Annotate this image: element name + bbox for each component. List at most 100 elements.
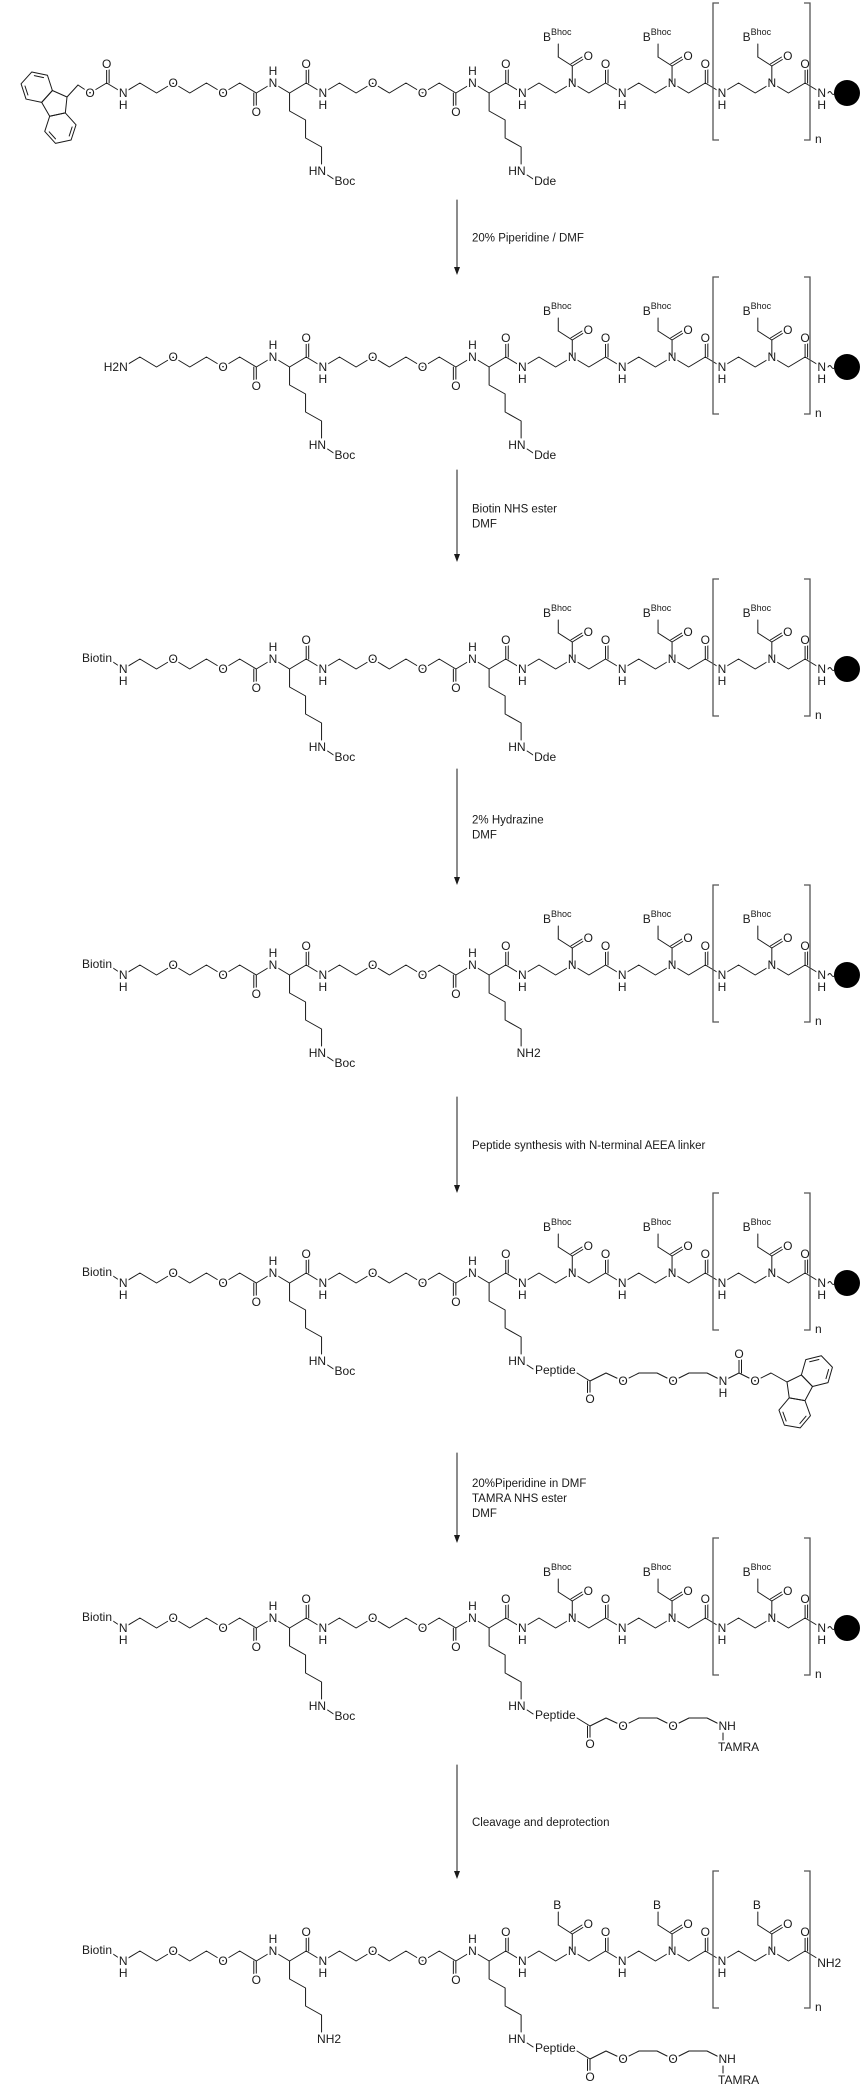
nucleobase-label: BBhoc — [643, 1562, 672, 1579]
ether-oxygen: O — [668, 1374, 677, 1388]
nitrogen: N — [269, 76, 278, 90]
double-bond — [670, 1590, 685, 1600]
aromatic-bond — [33, 75, 45, 79]
ether-oxygen: O — [418, 662, 427, 676]
base-protecting-group: Bhoc — [651, 301, 672, 311]
base-letter: B — [643, 1220, 651, 1234]
bond — [576, 2050, 591, 2060]
nucleobase-label: BBhoc — [643, 27, 672, 44]
amine-label: NH — [719, 2052, 736, 2066]
hydrogen: H — [468, 1599, 477, 1613]
base-letter: B — [543, 304, 551, 318]
reaction-step-4: Peptide synthesis with N-terminal AEEA l… — [454, 1096, 705, 1193]
base-protecting-group: Bhoc — [751, 301, 772, 311]
aromatic-bond — [782, 1411, 787, 1422]
carbonyl-oxygen: O — [451, 681, 460, 695]
ether-oxygen: O — [618, 2052, 627, 2066]
reagent-text: DMF — [472, 1508, 497, 1520]
hydrogen: H — [718, 674, 727, 688]
aromatic-bond — [24, 85, 29, 96]
nucleobase-label: BBhoc — [643, 1217, 672, 1234]
lysine-side-chain — [289, 1960, 323, 2033]
double-bond — [671, 939, 686, 949]
bond — [526, 448, 534, 454]
double-bond — [770, 937, 785, 947]
base-protecting-group: Bhoc — [551, 301, 572, 311]
base-letter: B — [543, 1565, 551, 1579]
lysine-side-chain — [289, 668, 323, 741]
carbonyl-oxygen: O — [800, 331, 809, 345]
amine-label: H2N — [104, 360, 128, 374]
protecting-group-label: Dde — [534, 750, 556, 764]
bond — [327, 1364, 335, 1370]
hydrogen: H — [518, 372, 527, 386]
repeat-bracket-left — [712, 1192, 719, 1331]
hydrogen: H — [518, 1966, 527, 1980]
nitrogen: N — [618, 1621, 627, 1635]
nitrogen: N — [468, 652, 477, 666]
reagent-text: Cleavage and deprotection — [472, 1817, 609, 1829]
nucleobase-label: B — [753, 1898, 761, 1912]
ether-oxygen: O — [168, 350, 177, 364]
nitrogen: N — [718, 1276, 727, 1290]
ether-oxygen: O — [218, 1621, 227, 1635]
repeat-bracket-left — [712, 2, 719, 141]
hydrogen: H — [718, 1633, 727, 1647]
double-bond — [671, 1247, 686, 1257]
base-letter: B — [543, 606, 551, 620]
base-protecting-group: Bhoc — [551, 1217, 572, 1227]
amine-label: HN — [309, 164, 326, 178]
reaction-step-6: Cleavage and deprotection — [454, 1764, 609, 1879]
carbonyl-oxygen: O — [584, 323, 593, 337]
double-bond — [671, 1592, 686, 1602]
hydrogen: H — [468, 1932, 477, 1946]
double-bond — [570, 937, 585, 947]
double-bond — [770, 1590, 785, 1600]
ether-oxygen: O — [218, 662, 227, 676]
biotin-label: Biotin — [82, 1943, 112, 1957]
repeat-bracket-right — [804, 1192, 811, 1331]
ether-oxygen: O — [168, 1611, 177, 1625]
aeea-linker — [589, 2050, 724, 2060]
wavy-bond — [827, 973, 836, 977]
nitrogen: N — [718, 968, 727, 982]
bond — [757, 330, 773, 341]
hydrogen: H — [468, 64, 477, 78]
carbonyl-oxygen: O — [252, 1295, 261, 1309]
double-bond — [771, 1247, 786, 1257]
base-protecting-group: Bhoc — [751, 909, 772, 919]
hydrogen: H — [518, 1288, 527, 1302]
amine-label: HN — [309, 1699, 326, 1713]
double-bond — [571, 1247, 586, 1257]
carbonyl-oxygen: O — [252, 1640, 261, 1654]
resin-bead-icon — [834, 656, 860, 682]
tamra-label: TAMRA — [718, 1740, 759, 1754]
bond — [757, 1246, 773, 1257]
ether-oxygen: O — [218, 968, 227, 982]
base-letter: B — [743, 1565, 751, 1579]
wavy-bond — [827, 667, 836, 671]
nitrogen: N — [518, 1276, 527, 1290]
base-letter: B — [743, 1220, 751, 1234]
repeat-count-label: n — [815, 708, 822, 722]
reaction-step-1: 20% Piperidine / DMF — [454, 199, 584, 275]
aeea-linker — [589, 1717, 724, 1727]
five-membered-ring — [41, 89, 68, 117]
hydrogen: H — [817, 372, 826, 386]
ether-oxygen: O — [168, 76, 177, 90]
repeat-bracket-left — [712, 1870, 719, 2009]
repeat-bracket-right — [804, 276, 811, 415]
repeat-bracket-left — [712, 276, 719, 415]
nitrogen: N — [468, 1266, 477, 1280]
hydrogen: H — [718, 372, 727, 386]
base-letter: B — [643, 606, 651, 620]
nitrogen: N — [817, 968, 826, 982]
base-letter: B — [743, 30, 751, 44]
carbonyl-oxygen: O — [701, 331, 710, 345]
carbonyl-oxygen: O — [451, 1973, 460, 1987]
hydrogen: H — [119, 674, 128, 688]
hydrogen: H — [468, 1254, 477, 1268]
bond — [327, 750, 335, 756]
bond — [557, 938, 573, 949]
